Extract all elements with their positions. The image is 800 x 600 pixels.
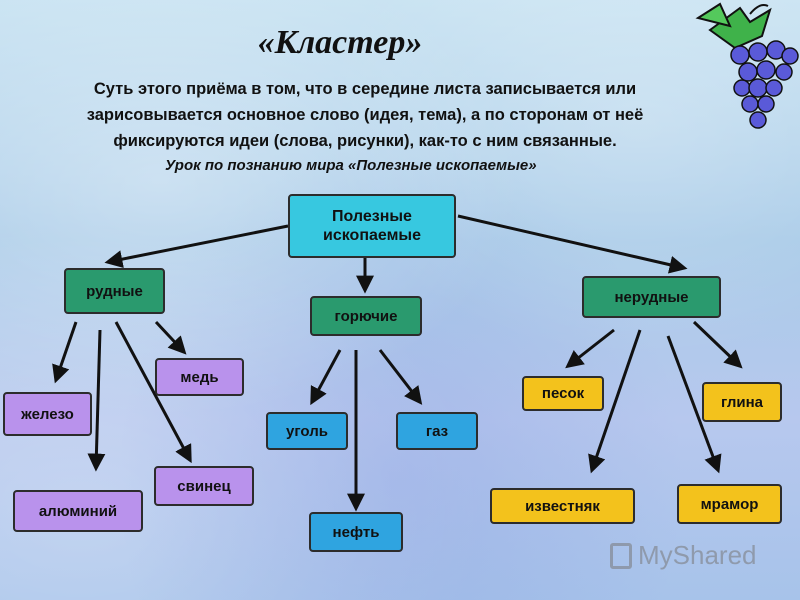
leaf-gaz: газ [396,412,478,450]
arrow-root-nonore [457,214,688,274]
arrow-nonore-mramor [666,335,722,474]
arrow-ore-aluminiy [87,329,106,472]
leaf-aluminiy: алюминий [13,490,143,532]
leaf-izvestnyak: известняк [490,488,635,524]
lesson-subtitle: Урок по познанию мира «Полезные ископаем… [165,157,537,174]
leaf-mramor: мрамор [677,484,782,524]
arrow-nonore-glina [692,320,743,369]
arrow-ore-svinets [114,321,192,464]
arrow-fuel-gaz [378,349,423,405]
arrow-fuel-ugol [310,349,342,406]
leaf-neft: нефть [309,512,403,552]
description-line: фиксируются идеи (слова, рисунки), как-т… [113,132,617,150]
leaf-svinets: свинец [154,466,254,506]
watermark: MyShared [610,540,757,571]
branch-nonore: нерудные [582,276,721,318]
description-line: зарисовывается основное слово (идея, тем… [86,106,644,124]
leaf-pesok: песок [522,376,604,411]
leaf-glina: глина [702,382,782,422]
arrow-ore-med [154,320,187,355]
arrow-nonore-pesok [565,328,615,369]
arrow-nonore-izvestnyak [588,329,642,474]
grapes-icon [695,2,799,129]
arrow-ore-zhelezo [52,321,78,384]
leaf-ugol: уголь [266,412,348,450]
watermark-text: MyShared [638,540,757,570]
arrow-root-ore [104,224,289,269]
description-line: Суть этого приёма в том, что в середине … [93,80,637,98]
branch-fuel: горючие [310,296,422,336]
slide-title: «Кластер» [257,24,423,61]
leaf-med: медь [155,358,244,396]
branch-ore: рудные [64,268,165,314]
presentation-icon [610,542,632,569]
leaf-zhelezo: железо [3,392,92,436]
root-node: Полезные ископаемые [288,194,456,258]
description: Суть этого приёма в том, что в середине … [40,76,690,154]
